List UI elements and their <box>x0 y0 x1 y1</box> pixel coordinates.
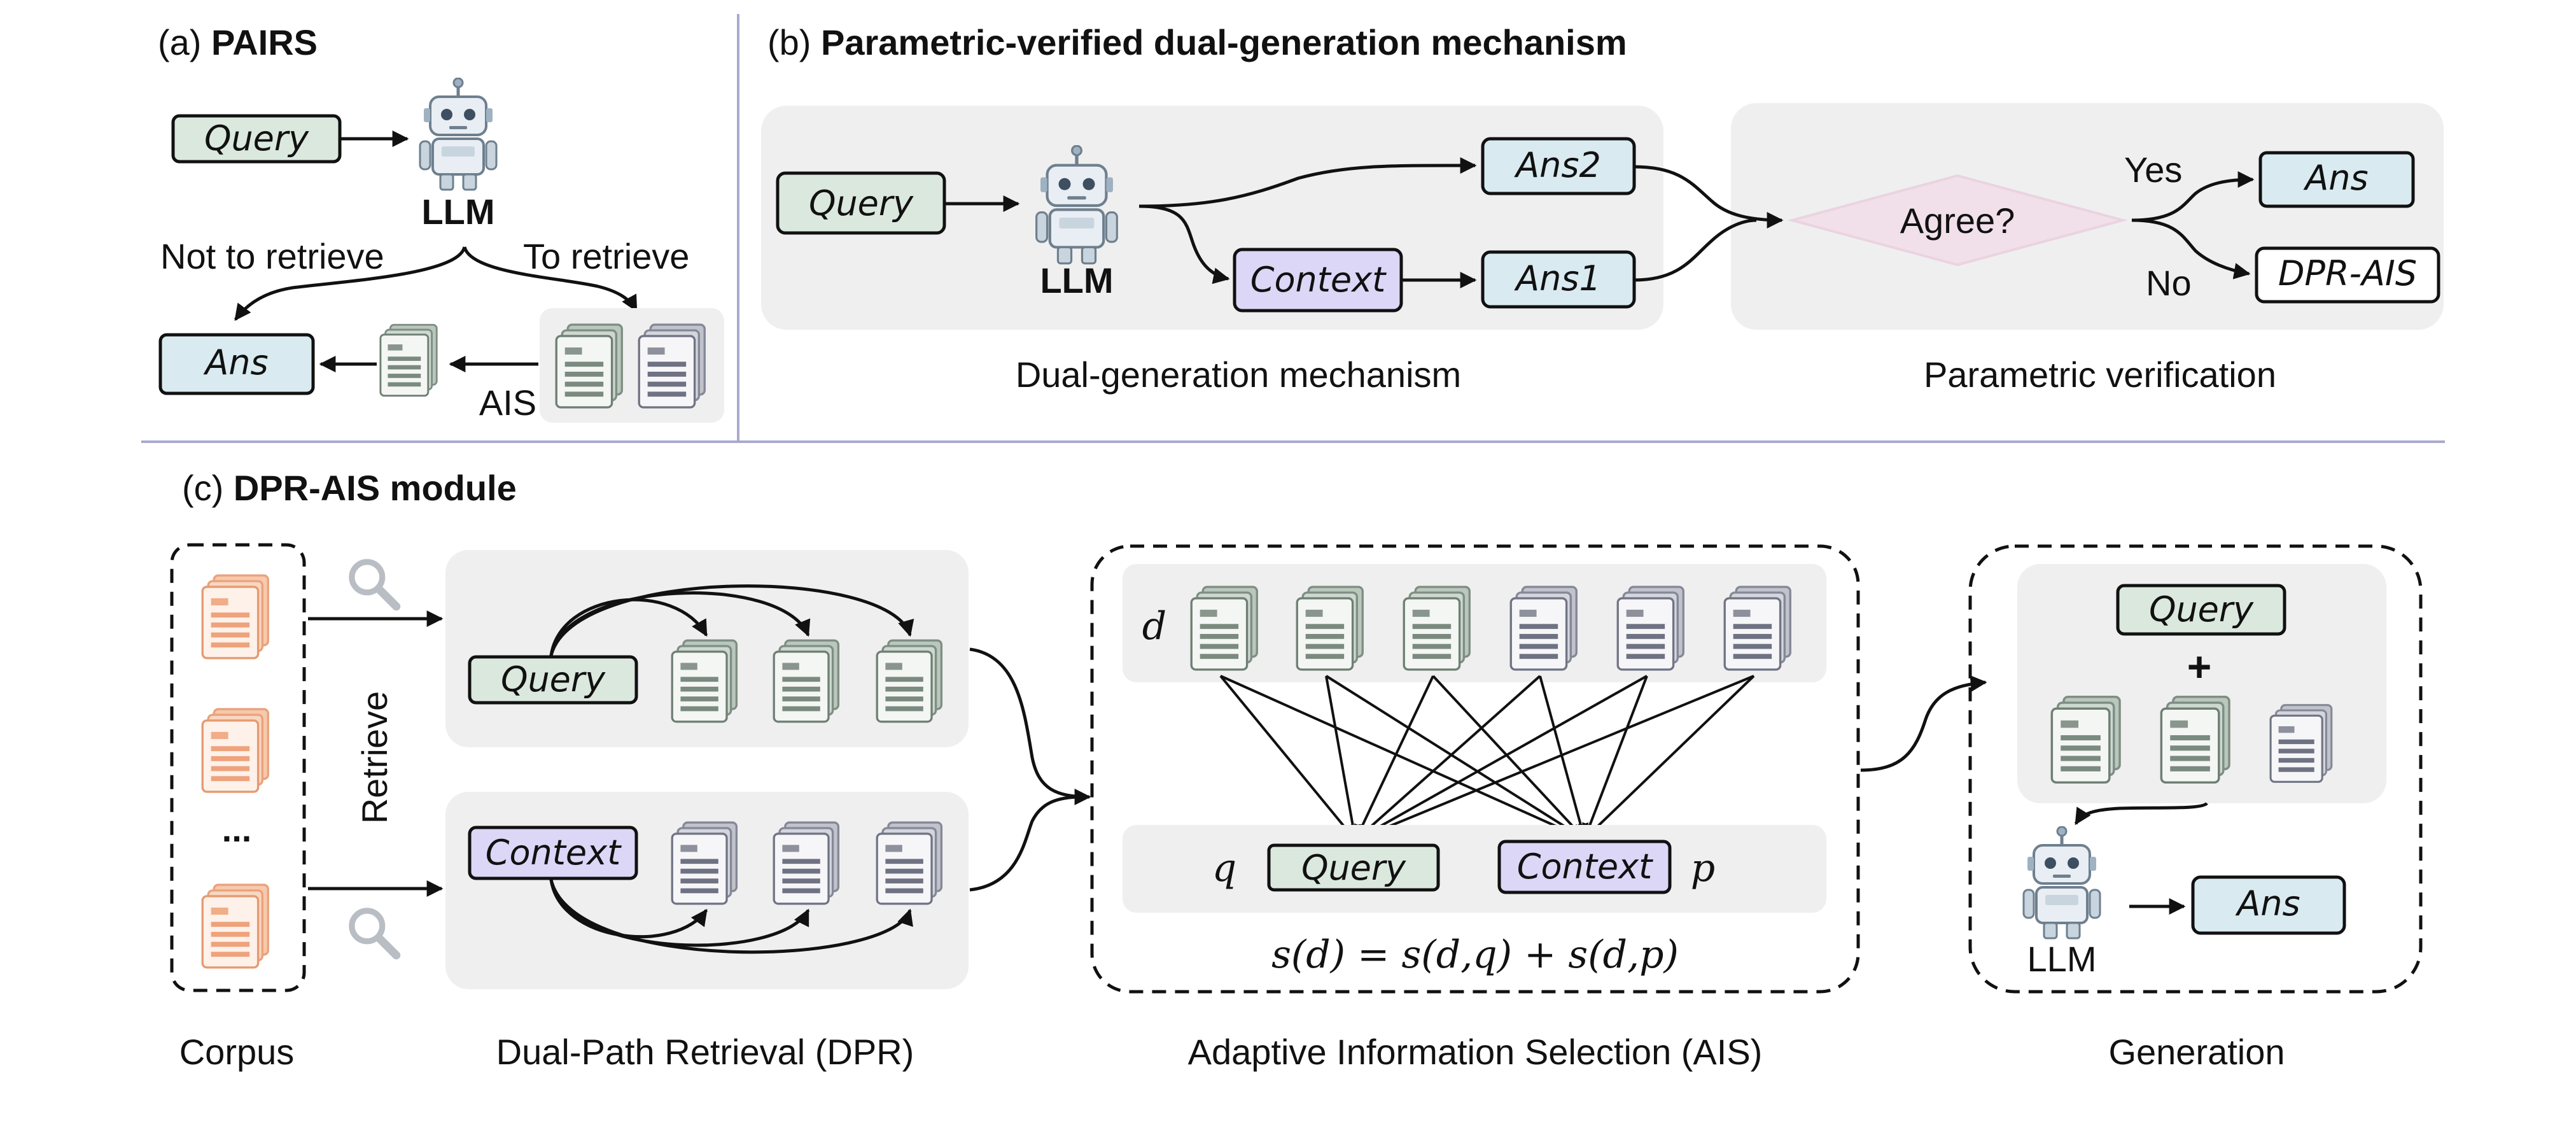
dpr-query-doc-icon-2 <box>773 639 840 723</box>
panel-b-dpr-ais-label: DPR-AIS <box>2278 253 2417 293</box>
ais-context-label: Context <box>1517 847 1653 887</box>
generation-ans-box <box>2191 875 2346 935</box>
panel-c: (c) DPR-AIS module ... Corpus Retrieve Q… <box>170 468 2423 1072</box>
search-icon-bottom <box>352 911 396 955</box>
generation-doc-icon-1 <box>2050 695 2121 784</box>
caption-dpr: Dual-Path Retrieval (DPR) <box>496 1032 914 1072</box>
panel-b-no-label: No <box>2146 263 2192 303</box>
caption-ais: Adaptive Information Selection (AIS) <box>1188 1032 1763 1072</box>
generation-ans-label: Ans <box>2235 883 2300 924</box>
panel-b-llm-label: LLM <box>1040 260 1113 300</box>
panel-a-not-retrieve-label: Not to retrieve <box>160 236 384 276</box>
panel-a-selected-doc-icon <box>379 323 438 397</box>
ais-container <box>1090 544 1860 994</box>
dpr-query-box <box>468 655 638 705</box>
panel-b-context-label: Context <box>1250 260 1387 300</box>
generation-doc-icon-2 <box>2160 695 2230 784</box>
panel-b-ans1-label: Ans1 <box>1514 258 1601 299</box>
generation-container <box>1968 544 2423 994</box>
dpr-context-box <box>468 826 638 880</box>
dpr-context-label: Context <box>486 833 622 873</box>
ais-context-box <box>1497 840 1672 894</box>
panel-a-llm-label: LLM <box>421 192 494 232</box>
ais-doc-icon-1 <box>1190 586 1259 671</box>
panel-b-dpr-ais-box <box>2255 246 2440 304</box>
panel-b-ans2-label: Ans2 <box>1514 145 1601 185</box>
ais-q-label: q <box>1212 846 1236 890</box>
panel-b-agree-label: Agree? <box>1900 201 2015 241</box>
ais-doc-icon-2 <box>1296 586 1364 671</box>
panel-b-agree-diamond <box>1787 174 2128 267</box>
caption-corpus: Corpus <box>179 1032 295 1072</box>
panel-b-yes-label: Yes <box>2124 150 2182 190</box>
ais-query-box <box>1267 843 1440 892</box>
search-icon-top <box>352 562 396 607</box>
generation-llm-robot-icon <box>2024 827 2100 938</box>
ais-query-label: Query <box>1301 848 1406 888</box>
generation-doc-icon-3 <box>2269 703 2333 784</box>
panel-a: (a) PAIRS Query LLM Not to retrieve To r… <box>158 22 724 423</box>
panel-a-ans-label: Ans <box>203 342 268 383</box>
generation-llm-label: LLM <box>2027 939 2097 979</box>
panel-b-ans-box <box>2258 151 2415 208</box>
dpr-context-doc-icon-3 <box>876 821 943 905</box>
corpus-container <box>170 543 306 992</box>
panel-a-llm-robot-icon <box>420 78 496 190</box>
caption-generation: Generation <box>2108 1032 2285 1072</box>
panel-b-caption-left: Dual-generation mechanism <box>1016 355 1461 395</box>
ais-doc-icon-4 <box>1509 586 1578 671</box>
corpus-doc-icon-1 <box>201 574 270 659</box>
dpr-query-doc-icon-3 <box>876 639 943 723</box>
panel-a-header: (a) PAIRS <box>158 22 318 62</box>
generation-query-box <box>2116 584 2286 636</box>
panel-a-to-retrieve-label: To retrieve <box>523 236 689 276</box>
ais-doc-icon-5 <box>1616 586 1685 671</box>
generation-plus-sign: + <box>2187 643 2212 690</box>
panel-b-query-label: Query <box>809 183 914 223</box>
dpr-context-doc-icon-1 <box>671 821 738 905</box>
dpr-query-label: Query <box>501 659 606 700</box>
dpr-context-doc-icon-2 <box>773 821 840 905</box>
ais-doc-icon-6 <box>1723 586 1792 671</box>
panel-c-header: (c) DPR-AIS module <box>182 468 517 508</box>
dpr-query-doc-icon-1 <box>671 639 738 723</box>
panel-a-ais-label: AIS <box>479 383 536 423</box>
corpus-ellipsis: ... <box>222 809 252 849</box>
panel-b-ans-label: Ans <box>2303 158 2368 198</box>
retrieve-label: Retrieve <box>354 691 395 824</box>
generation-query-label: Query <box>2149 589 2254 630</box>
corpus-doc-icon-2 <box>201 708 270 793</box>
ais-d-label: d <box>1142 604 1166 649</box>
panel-a-doc-icon-2 <box>638 323 706 409</box>
panel-b: (b) Parametric-verified dual-generation … <box>761 22 2444 395</box>
panel-a-ans-box <box>158 333 315 395</box>
panel-a-doc-icon-1 <box>555 323 624 409</box>
ais-scoring-edges <box>1219 675 1755 843</box>
corpus-doc-icon-3 <box>201 883 270 969</box>
panel-b-caption-right: Parametric verification <box>1924 355 2276 395</box>
panel-a-query-label: Query <box>204 118 309 158</box>
panel-b-header: (b) Parametric-verified dual-generation … <box>767 22 1627 62</box>
ais-score-formula: s(d) = s(d,q) + s(d,p) <box>1271 932 1679 977</box>
ais-doc-icon-3 <box>1403 586 1471 671</box>
ais-p-label: p <box>1691 846 1715 890</box>
panel-b-dual-generation-area <box>761 106 1663 330</box>
